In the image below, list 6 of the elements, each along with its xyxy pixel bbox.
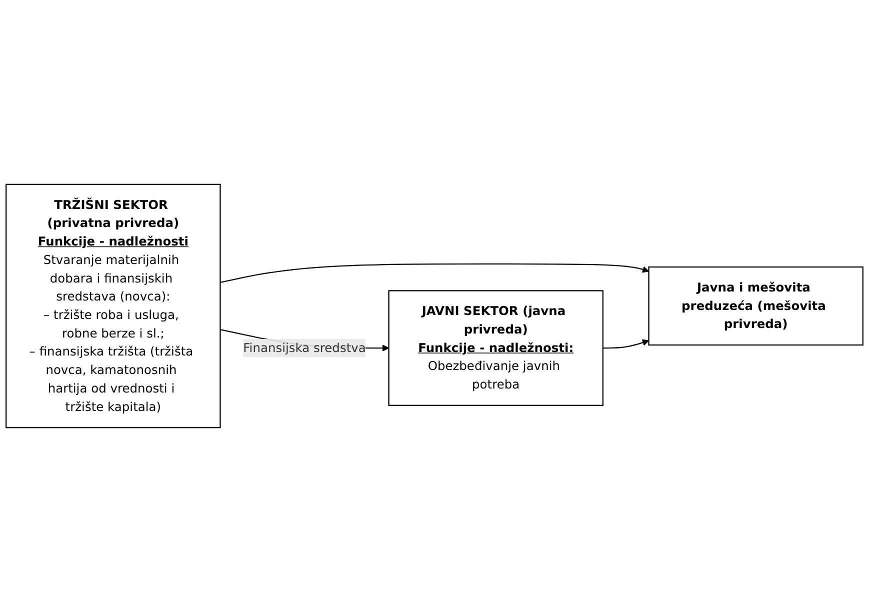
arrow [602,339,650,349]
edge-label: Finansijska sredstva [243,340,366,355]
node-box: TRŽIŠNI SEKTOR (privatna privreda) Funkcije - nadležnosti Stvaranje materijalnih dobara i finansijskih sredstava (novca): – tržište roba i usluga, robne berze i sl.; – finansijska tržišta (tržišta novca, kamatonosnih hartija od vrednosti i tržište kapitala) [6,184,221,428]
arrow [220,263,650,284]
node-box: Javna i mešovita preduzeća (mešovita privreda) [648,266,864,346]
node-box: JAVNI SEKTOR (javna privreda) Funkcije - nadležnosti: Obezbeđivanje javnih potreba [388,290,604,406]
